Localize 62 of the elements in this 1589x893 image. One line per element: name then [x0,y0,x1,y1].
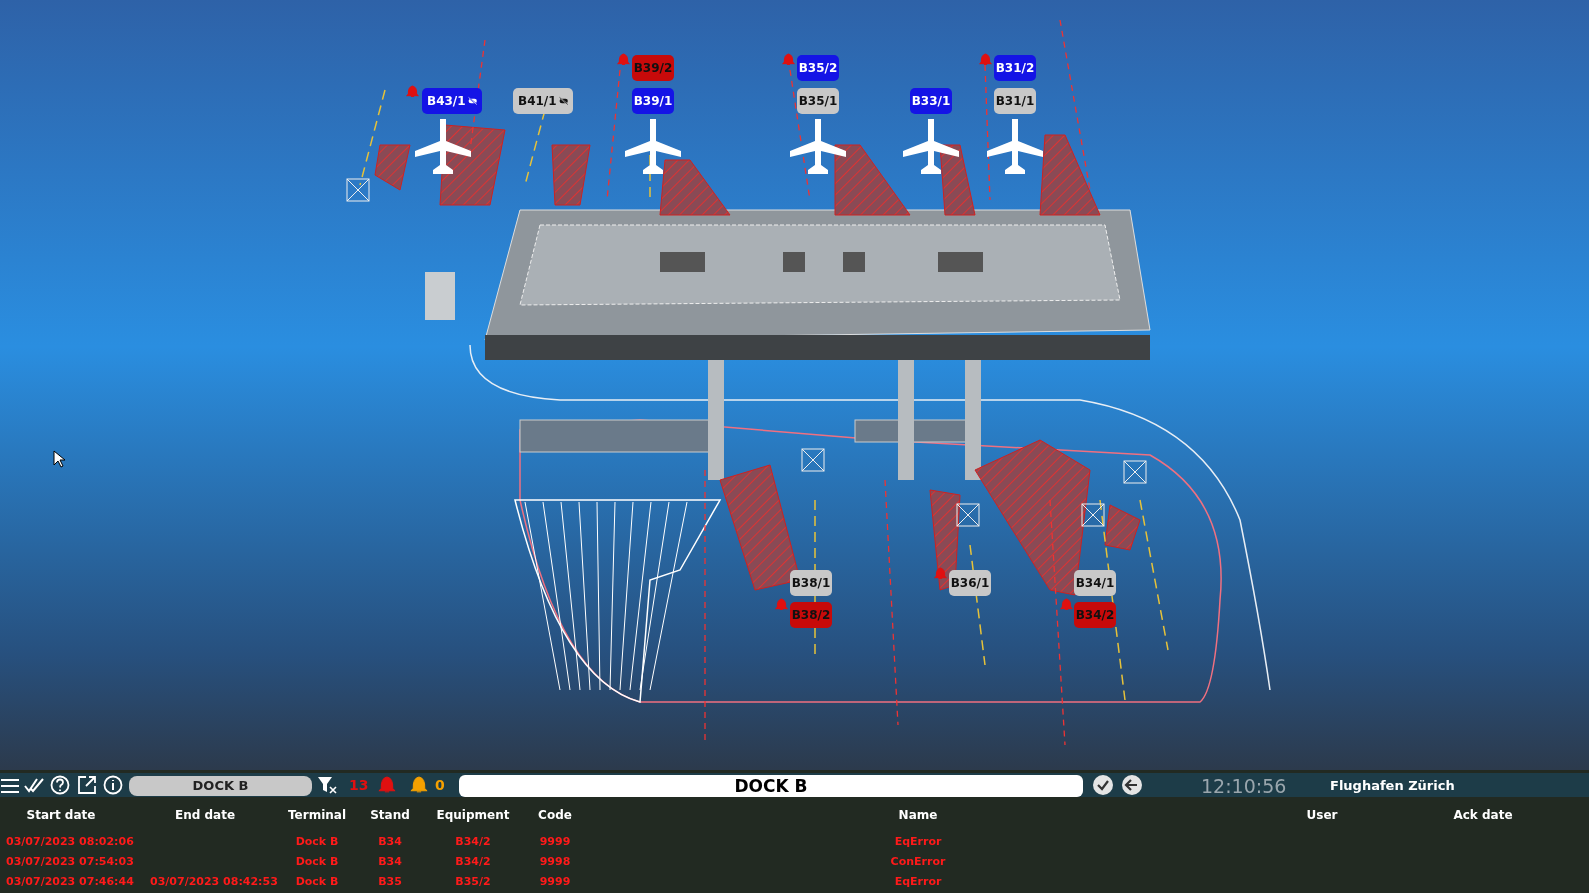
column-header: User [1306,808,1338,822]
stand-badge [632,88,674,114]
stand-label: B31/1 [995,94,1035,108]
column-header: Terminal [288,808,346,822]
alarm-count: 13 [349,777,369,793]
stand-badge [994,55,1036,81]
stand-badge [797,55,839,81]
table-cell: 9999 [539,835,571,848]
stand-badge [994,88,1036,114]
column-header: Equipment [436,808,510,822]
stand-label: B39/1 [633,94,673,108]
stand-badge [790,570,832,596]
stand-label: B43/1 [427,94,466,108]
stand-badge [790,602,832,628]
table-cell: EqError [894,835,942,848]
table-cell: Dock B [295,835,339,848]
stand-badge [797,88,839,114]
stand-label: B35/1 [798,94,838,108]
table-cell: Dock B [295,855,339,868]
table-cell: B35/2 [455,875,491,888]
stand-badge [1074,602,1116,628]
stand-label: B38/2 [791,608,831,622]
table-cell: 9998 [539,855,571,868]
stand-label: B39/2 [633,61,673,75]
stand-label: B36/1 [950,576,990,590]
column-header: Name [898,808,938,822]
clock-time: 12:10:56 [1201,775,1287,797]
table-cell: Dock B [295,875,339,888]
table-cell: 03/07/2023 07:46:44 [6,875,134,888]
table-cell: B34 [378,835,402,848]
column-header: Stand [370,808,410,822]
column-header: Code [538,808,572,822]
stand-label: B41/1 [518,94,557,108]
stand-badge [1074,570,1116,596]
table-cell: ConError [890,855,946,868]
table-cell: 03/07/2023 08:02:06 [6,835,134,848]
table-cell: B34/2 [455,835,491,848]
table-cell: 03/07/2023 08:42:53 [150,875,278,888]
stand-label: B34/2 [1075,608,1115,622]
table-cell: 9999 [539,875,571,888]
title-field: DOCK B [459,775,1083,797]
stand-label: B34/1 [1075,576,1115,590]
stand-badge [910,88,952,114]
stand-label: B31/2 [995,61,1035,75]
table-cell: B35 [378,875,402,888]
stand-label: B33/1 [911,94,951,108]
dock-selector: DOCK B [129,776,312,796]
table-cell: B34/2 [455,855,491,868]
table-cell: EqError [894,875,942,888]
column-header: Start date [26,808,96,822]
stand-badge [949,570,991,596]
site-name: Flughafen Zürich [1330,778,1455,793]
stand-badge [513,88,573,114]
table-cell: 03/07/2023 07:54:03 [6,855,134,868]
table-cell: B34 [378,855,402,868]
stand-label: B38/1 [791,576,831,590]
stand-label: B35/2 [798,61,838,75]
warning-count: 0 [435,777,445,793]
column-header: Ack date [1453,808,1513,822]
stand-badge [422,88,482,114]
column-header: End date [174,808,236,822]
stand-badge [632,55,674,81]
